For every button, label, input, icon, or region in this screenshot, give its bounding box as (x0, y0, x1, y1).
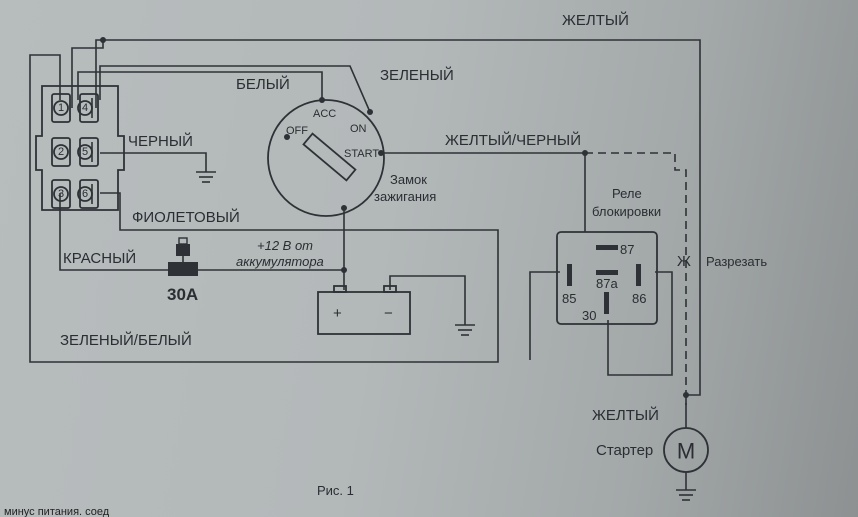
connector-pin-label: 1 (58, 102, 64, 114)
relay-pin-87: 87 (620, 242, 634, 257)
wire-yellow-top (95, 39, 701, 396)
connector-pin-label: 2 (58, 146, 64, 158)
label-yellow-bottom: ЖЕЛТЫЙ (592, 406, 659, 424)
wire-red (59, 193, 168, 271)
switch-pos-on: ON (350, 123, 367, 135)
label-starter: Стартер (596, 442, 653, 459)
label-relay-line2: блокировки (592, 204, 661, 219)
label-red: КРАСНЫЙ (63, 249, 136, 267)
ground-symbol-battery (455, 324, 475, 336)
blocking-relay: 87 87a 85 86 30 (556, 231, 658, 325)
ground-symbol-starter (676, 489, 696, 501)
switch-pos-start: START (344, 148, 379, 160)
junction-dot (100, 37, 106, 43)
label-lock-line1: Замок (390, 172, 427, 187)
relay-pin-30: 30 (582, 308, 596, 323)
switch-pos-acc: ACC (313, 108, 336, 120)
wire-relay-85 (529, 271, 560, 360)
relay-pin-85: 85 (562, 291, 576, 306)
connector-pin-label: 3 (58, 188, 64, 200)
fuse-symbol (168, 237, 198, 276)
connector-block: 1 4 2 5 3 6 (35, 85, 125, 211)
label-black: ЧЕРНЫЙ (128, 132, 193, 150)
battery-symbol: + − (317, 285, 411, 335)
figure-caption: Рис. 1 (317, 483, 354, 498)
label-from-battery: аккумулятора (236, 254, 324, 269)
battery-plus: + (333, 305, 342, 322)
label-fuse: 30А (167, 285, 198, 304)
wire-relay-86 (607, 271, 673, 376)
connector-pin-label: 5 (82, 146, 88, 158)
label-green-white: ЗЕЛЕНЫЙ/БЕЛЫЙ (60, 331, 192, 349)
footer-text: минус питания. соед (4, 506, 110, 517)
connector-pin-label: 6 (82, 188, 88, 200)
label-plus12: +12 В от (257, 238, 313, 253)
junction-dot (582, 150, 588, 156)
ground-symbol-black (196, 171, 216, 183)
junction-dot (683, 392, 689, 398)
label-yellow-top: ЖЕЛТЫЙ (562, 11, 629, 29)
ignition-switch: OFF ACC ON START (267, 97, 385, 217)
connector-pin-label: 4 (82, 102, 88, 114)
label-violet: ФИОЛЕТОВЫЙ (132, 208, 240, 226)
label-relay-line1: Реле (612, 186, 642, 201)
relay-pin-86: 86 (632, 291, 646, 306)
motor-symbol: M (677, 439, 695, 464)
wire-green (99, 65, 371, 113)
wire-battery-ground (389, 275, 466, 325)
label-yellow-black: ЖЕЛТЫЙ/ЧЕРНЫЙ (445, 131, 581, 149)
switch-pos-off: OFF (286, 125, 308, 137)
label-white: БЕЛЫЙ (236, 75, 290, 93)
label-green: ЗЕЛЕНЫЙ (380, 66, 454, 84)
wire-left-outer (71, 40, 104, 108)
wire-violet (29, 54, 499, 363)
battery-minus: − (384, 305, 393, 322)
wire-cut-dashed (585, 152, 687, 405)
cut-mark: Ж (677, 253, 691, 270)
label-cut: Разрезать (706, 254, 767, 269)
junction-dot (341, 267, 347, 273)
relay-pin-87a: 87a (596, 276, 618, 291)
starter-motor: M (663, 427, 709, 473)
wire-black (100, 152, 207, 172)
label-lock-line2: зажигания (374, 189, 436, 204)
